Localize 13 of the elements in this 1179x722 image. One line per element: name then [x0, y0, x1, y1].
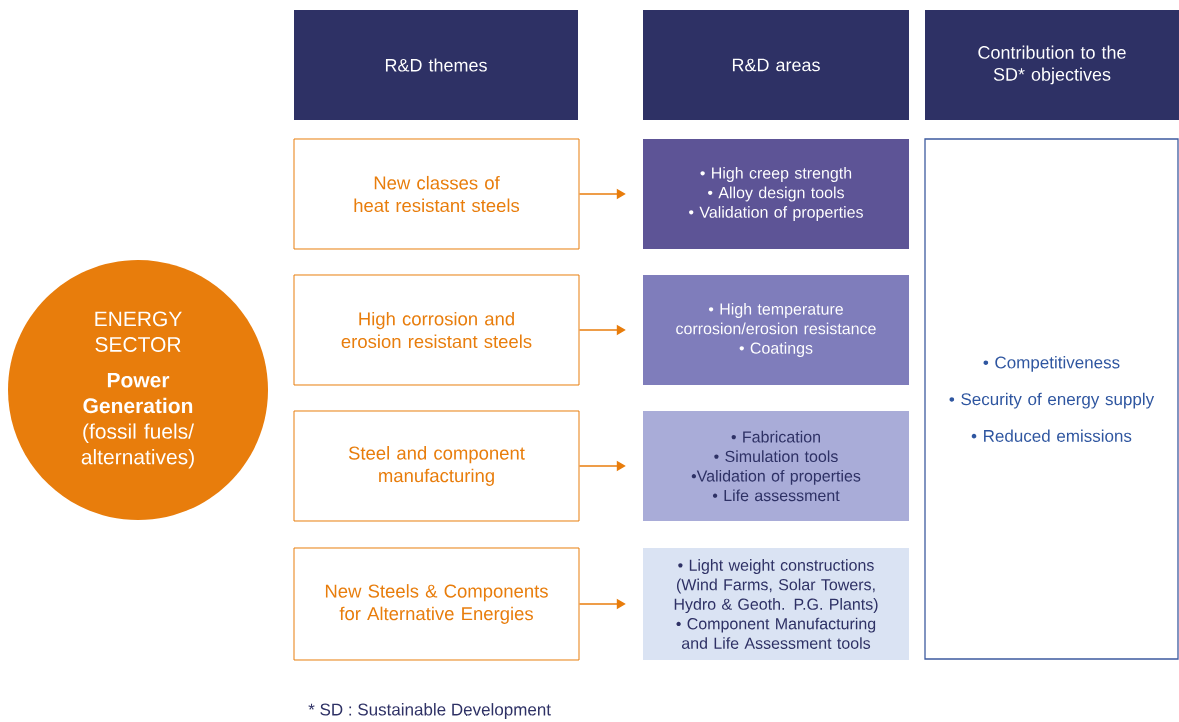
column-header: R&D themes	[294, 10, 578, 120]
area-box: • High creep strength • Alloy design tools • Validation of properties	[643, 139, 909, 249]
footnote: * SD : Sustainable Development	[308, 703, 551, 719]
objectives-box: • Competitiveness • Security of energy supply • Reduced emissions	[924, 138, 1179, 660]
area-box: • Light weight constructions (Wind Farms, Solar Towers, Hydro & Geoth. P.G. Plants) • Component Manufacturing and Life Assessment tools	[643, 548, 909, 660]
area-box: • Fabrication • Simulation tools •Validation of properties • Life assessment	[643, 411, 909, 521]
column-header: Contribution to the SD* objectives	[925, 10, 1179, 120]
area-box: • High temperature corrosion/erosion resistance • Coatings	[643, 275, 909, 385]
column-header: R&D areas	[643, 10, 909, 120]
theme-box: Steel and component manufacturing	[293, 410, 580, 522]
theme-box: New Steels & Components for Alternative Energies	[293, 547, 580, 661]
theme-box: New classes of heat resistant steels	[293, 138, 580, 250]
theme-box: High corrosion and erosion resistant steels	[293, 274, 580, 386]
